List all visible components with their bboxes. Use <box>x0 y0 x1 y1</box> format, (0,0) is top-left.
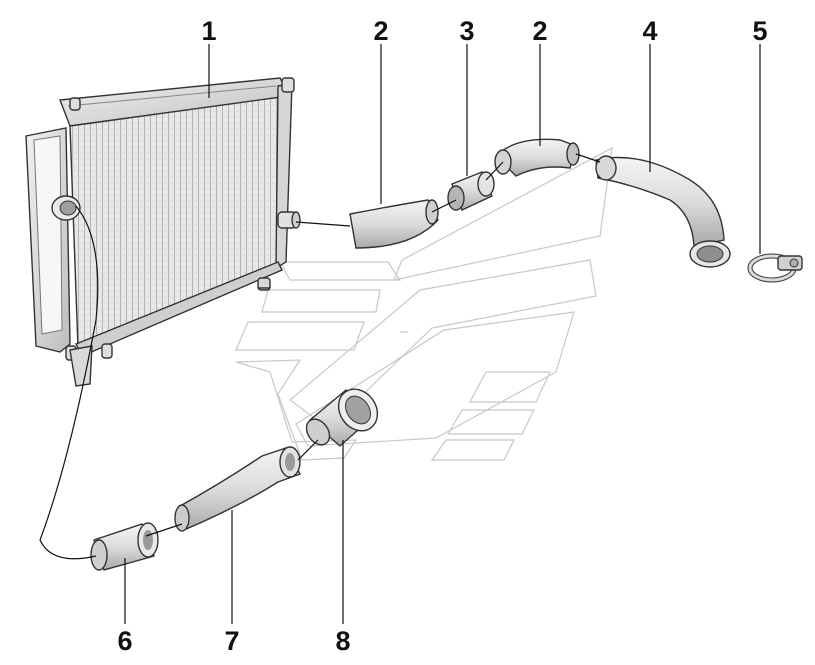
lower-hose-7 <box>174 446 302 532</box>
callout-2a: 2 <box>373 16 388 46</box>
callout-numbers: 1 2 3 2 4 5 6 7 8 <box>117 16 767 656</box>
bent-pipe-4 <box>595 155 731 268</box>
assembly-lines <box>39 153 601 560</box>
callout-4: 4 <box>642 16 657 46</box>
callout-3: 3 <box>459 16 474 46</box>
callout-7: 7 <box>224 626 239 656</box>
upper-hose-2b <box>494 138 580 177</box>
callout-8: 8 <box>335 626 350 656</box>
pipe-section-8 <box>305 388 379 447</box>
callout-2b: 2 <box>532 16 547 46</box>
callout-6: 6 <box>117 626 132 656</box>
upper-hose-2a <box>349 199 439 249</box>
background-ghost-outline <box>235 146 613 461</box>
connector-sleeve-3 <box>447 171 495 211</box>
callout-5: 5 <box>752 16 767 46</box>
coupling-6 <box>90 522 159 571</box>
callout-leaders <box>124 44 761 624</box>
radiator <box>25 77 301 387</box>
hose-clamp-5 <box>747 253 803 283</box>
callout-1: 1 <box>201 16 216 46</box>
